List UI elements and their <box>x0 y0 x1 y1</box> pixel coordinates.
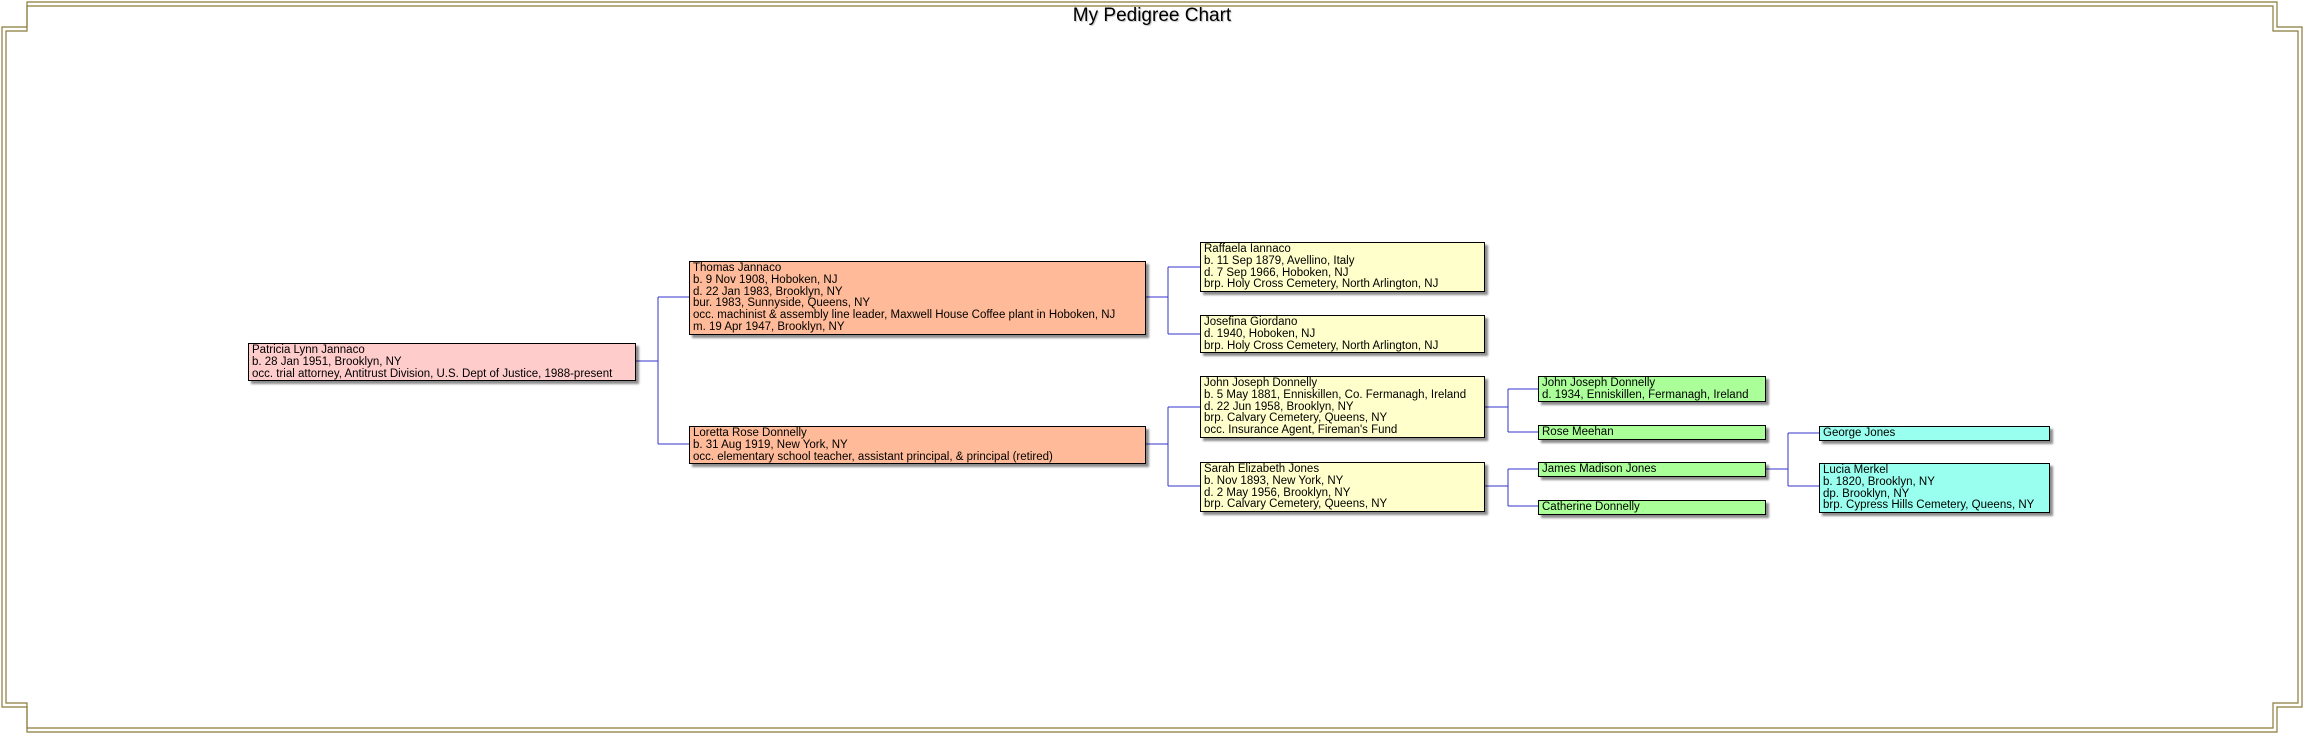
chart-title: My Pedigree Chart <box>1072 5 1232 26</box>
connector-john-joseph <box>1485 388 1538 433</box>
person-detail: occ. machinist & assembly line leader, M… <box>693 309 1116 322</box>
person-name: Josefina Giordano <box>1204 316 1298 328</box>
person-detail: brp. Calvary Cemetery, Queens, NY <box>1204 412 1388 425</box>
connector-loretta <box>1146 406 1200 487</box>
person-raffaela-iannaco[interactable]: Raffaela Iannaco b. 11 Sep 1879, Avellin… <box>1200 242 1485 292</box>
connector-thomas <box>1146 266 1200 335</box>
person-rose-meehan[interactable]: Rose Meehan <box>1538 425 1766 440</box>
person-detail: d. 1940, Hoboken, NJ <box>1204 327 1316 340</box>
connector-sarah <box>1485 468 1538 507</box>
person-detail: b. 1820, Brooklyn, NY <box>1823 475 1935 488</box>
person-name: Thomas Jannaco <box>693 262 782 274</box>
person-detail: d. 7 Sep 1966, Hoboken, NJ <box>1204 266 1349 279</box>
person-name: George Jones <box>1823 427 1896 439</box>
connector-patricia <box>636 296 689 445</box>
person-detail: d. 2 May 1956, Brooklyn, NY <box>1204 486 1351 499</box>
person-loretta-rose-donnelly[interactable]: Loretta Rose Donnelly b. 31 Aug 1919, Ne… <box>689 426 1146 464</box>
person-name: Raffaela Iannaco <box>1204 243 1291 255</box>
person-george-jones[interactable]: George Jones <box>1819 426 2050 441</box>
person-detail: dp. Brooklyn, NY <box>1823 487 1910 500</box>
person-name: Rose Meehan <box>1542 426 1614 438</box>
person-name: Loretta Rose Donnelly <box>693 427 807 439</box>
connector-james <box>1766 432 1819 487</box>
person-detail: b. Nov 1893, New York, NY <box>1204 474 1344 487</box>
person-detail: b. 11 Sep 1879, Avellino, Italy <box>1204 254 1355 267</box>
person-detail: m. 19 Apr 1947, Brooklyn, NY <box>693 320 845 333</box>
person-detail: brp. Calvary Cemetery, Queens, NY <box>1204 498 1388 511</box>
person-detail: bur. 1983, Sunnyside, Queens, NY <box>693 297 871 310</box>
person-detail: b. 31 Aug 1919, New York, NY <box>693 438 848 451</box>
person-catherine-donnelly[interactable]: Catherine Donnelly <box>1538 500 1766 515</box>
person-lucia-merkel[interactable]: Lucia Merkel b. 1820, Brooklyn, NY dp. B… <box>1819 463 2050 513</box>
person-sarah-elizabeth-jones[interactable]: Sarah Elizabeth Jones b. Nov 1893, New Y… <box>1200 462 1485 512</box>
person-name: Lucia Merkel <box>1823 464 1889 476</box>
person-john-joseph-donnelly[interactable]: John Joseph Donnelly b. 5 May 1881, Enni… <box>1200 376 1485 438</box>
person-john-joseph-donnelly-sr[interactable]: John Joseph Donnelly d. 1934, Enniskille… <box>1538 376 1766 402</box>
person-detail: d. 1934, Enniskillen, Fermanagh, Ireland <box>1542 388 1749 401</box>
person-name: Patricia Lynn Jannaco <box>252 344 365 356</box>
person-thomas-jannaco[interactable]: Thomas Jannaco b. 9 Nov 1908, Hoboken, N… <box>689 261 1146 335</box>
person-josefina-giordano[interactable]: Josefina Giordano d. 1940, Hoboken, NJ b… <box>1200 315 1485 353</box>
person-detail: b. 28 Jan 1951, Brooklyn, NY <box>252 355 402 368</box>
person-detail: occ. Insurance Agent, Fireman's Fund <box>1204 424 1398 437</box>
person-detail: brp. Holy Cross Cemetery, North Arlingto… <box>1204 278 1439 291</box>
person-detail: occ. elementary school teacher, assistan… <box>693 450 1053 463</box>
person-patricia-lynn-jannaco[interactable]: Patricia Lynn Jannaco b. 28 Jan 1951, Br… <box>248 343 636 381</box>
person-detail: d. 22 Jun 1958, Brooklyn, NY <box>1204 400 1354 413</box>
person-name: John Joseph Donnelly <box>1542 377 1656 389</box>
person-detail: brp. Holy Cross Cemetery, North Arlingto… <box>1204 339 1439 352</box>
person-detail: brp. Cypress Hills Cemetery, Queens, NY <box>1823 499 2035 512</box>
person-detail: b. 9 Nov 1908, Hoboken, NJ <box>693 273 838 286</box>
person-name: John Joseph Donnelly <box>1204 377 1318 389</box>
person-detail: occ. trial attorney, Antitrust Division,… <box>252 367 613 380</box>
person-name: James Madison Jones <box>1542 463 1657 475</box>
person-james-madison-jones[interactable]: James Madison Jones <box>1538 462 1766 477</box>
person-name: Catherine Donnelly <box>1542 501 1640 513</box>
person-name: Sarah Elizabeth Jones <box>1204 463 1320 475</box>
person-detail: d. 22 Jan 1983, Brooklyn, NY <box>693 285 843 298</box>
person-detail: b. 5 May 1881, Enniskillen, Co. Fermanag… <box>1204 388 1467 401</box>
